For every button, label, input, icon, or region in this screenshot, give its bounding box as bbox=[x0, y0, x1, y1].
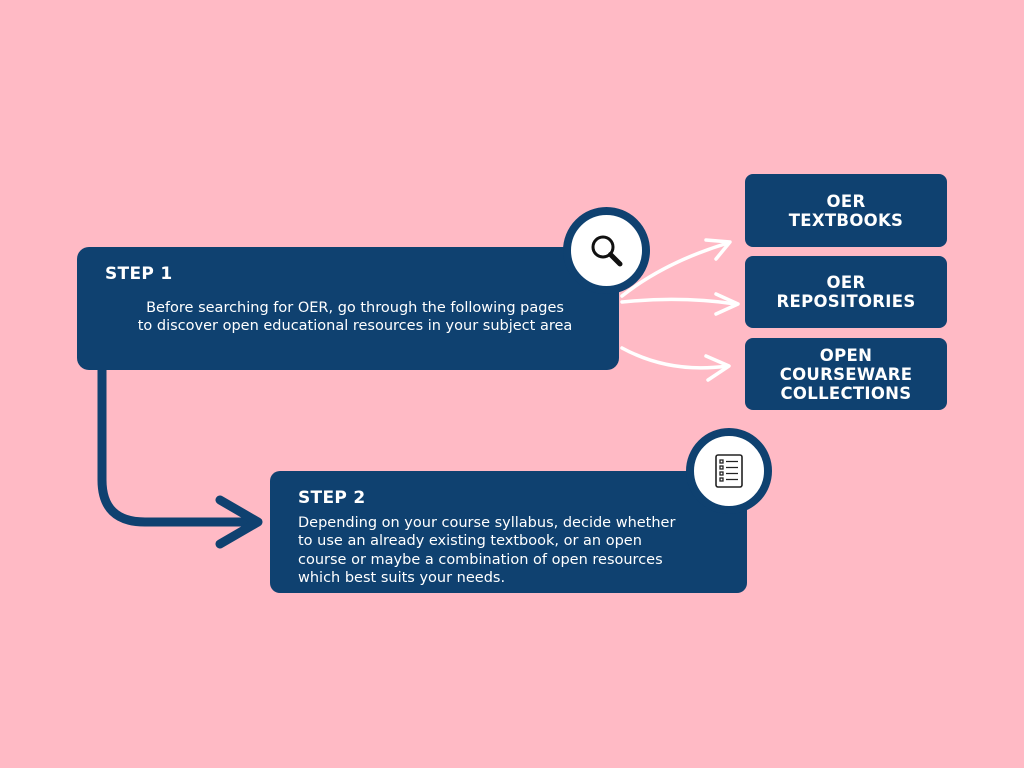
step2-text-line: which best suits your needs. bbox=[298, 569, 506, 586]
step-connector-arrowhead bbox=[215, 495, 263, 549]
oer-repositories-line: OER bbox=[826, 273, 866, 292]
step1-title: STEP 1 bbox=[105, 264, 173, 284]
step1-text-line: to discover open educational resources i… bbox=[137, 317, 573, 334]
step2-description: Depending on your course syllabus, decid… bbox=[298, 514, 728, 587]
search-icon-badge bbox=[563, 207, 650, 294]
oer-textbooks-line: OER bbox=[826, 191, 866, 211]
step2-card: STEP 2 Depending on your course syllabus… bbox=[270, 471, 747, 593]
arrow-to-textbooks bbox=[620, 241, 730, 298]
step-connector-arrow bbox=[97, 365, 260, 527]
open-courseware-collections-button[interactable]: OPEN COURSEWARE COLLECTIONS bbox=[745, 338, 947, 410]
arrow-to-repositories bbox=[620, 297, 738, 306]
step1-card: STEP 1 Before searching for OER, go thro… bbox=[77, 247, 619, 370]
oer-textbooks-line: TEXTBOOKS bbox=[788, 210, 904, 230]
checklist-icon-badge bbox=[686, 428, 772, 514]
arrow-to-courseware bbox=[620, 346, 729, 370]
open-courseware-line: OPEN bbox=[819, 345, 873, 365]
open-courseware-line: COURSEWARE bbox=[779, 364, 913, 384]
step2-text-line: to use an already existing textbook, or … bbox=[298, 533, 642, 550]
step2-title: STEP 2 bbox=[298, 488, 366, 508]
search-icon bbox=[591, 235, 622, 266]
step1-description: Before searching for OER, go through the… bbox=[105, 300, 605, 335]
oer-repositories-line: REPOSITORIES bbox=[776, 292, 916, 311]
oer-repositories-button[interactable]: OER REPOSITORIES bbox=[745, 256, 947, 328]
oer-textbooks-button[interactable]: OER TEXTBOOKS bbox=[745, 174, 947, 247]
step2-text-line: course or maybe a combination of open re… bbox=[298, 551, 663, 568]
open-courseware-line: COLLECTIONS bbox=[780, 383, 912, 403]
step1-text-line: Before searching for OER, go through the… bbox=[146, 300, 564, 316]
checklist-icon bbox=[715, 454, 743, 488]
step2-text-line: Depending on your course syllabus, decid… bbox=[298, 515, 676, 531]
